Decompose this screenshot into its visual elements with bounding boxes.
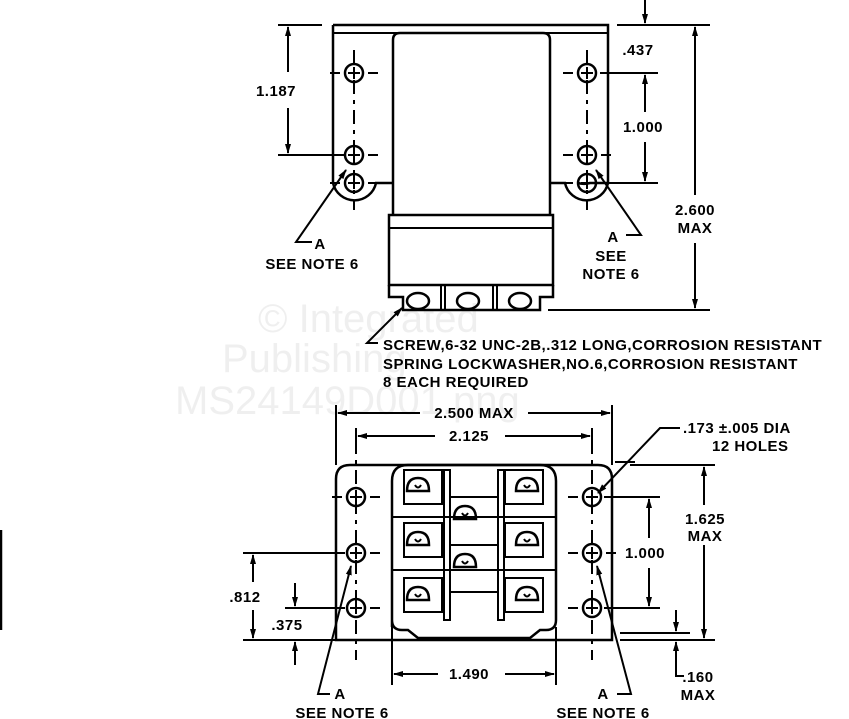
hole-dia-note: .173 ±.005 DIA (683, 420, 791, 437)
screw-note-line: SCREW,6-32 UNC-2B,.312 LONG,CORROSION RE… (383, 337, 822, 354)
screw-icon (405, 291, 431, 311)
screw-icon (405, 585, 431, 602)
terminal-block-side (387, 213, 555, 287)
screw-icon (514, 530, 540, 547)
dim-1000-top: 1.000 (623, 119, 663, 136)
screw-icon (452, 552, 478, 569)
terminal (403, 577, 443, 613)
dim-160: .160 (682, 669, 713, 686)
note-6-right: NOTE 6 (582, 266, 639, 283)
mounting-holes-top (330, 62, 611, 194)
dim-1490: 1.490 (449, 666, 489, 683)
dim-2600: 2.600 (675, 202, 715, 219)
screw-icon (405, 530, 431, 547)
dim-375: .375 (271, 617, 302, 634)
see-right: SEE (595, 248, 627, 265)
dim-1625-max: MAX (688, 528, 723, 545)
callout-a-right: A (607, 229, 618, 246)
terminal (504, 577, 544, 613)
flange-notch-left (331, 181, 393, 202)
svg-text:MS24149D001.png: MS24149D001.png (175, 379, 520, 423)
terminal-screws (403, 469, 544, 613)
dim-2125: 2.125 (449, 428, 489, 445)
flange-notch-right (550, 181, 610, 202)
terminal-base (387, 285, 555, 312)
terminal (504, 469, 544, 505)
callout-a-left-bottom: A (334, 686, 345, 703)
terminal (403, 522, 443, 558)
callout-a-left: A (314, 236, 325, 253)
see-note-6-left-bottom: SEE NOTE 6 (295, 705, 388, 719)
dim-1000-bottom: 1.000 (625, 545, 665, 562)
mounting-holes-bottom (332, 486, 616, 619)
dim-437: .437 (622, 42, 653, 59)
screw-heads-side (405, 291, 533, 311)
dim-812: .812 (229, 589, 260, 606)
callout-a-right-bottom: A (597, 686, 608, 703)
screw-icon (514, 585, 540, 602)
screw-note-line: SPRING LOCKWASHER,NO.6,CORROSION RESISTA… (383, 356, 798, 373)
mount-plate (334, 463, 614, 642)
terminal-module (390, 463, 558, 640)
see-note-6-left: SEE NOTE 6 (265, 256, 358, 273)
screw-icon (405, 476, 431, 493)
dim-160-max: MAX (681, 687, 716, 704)
screw-icon (455, 291, 481, 311)
terminal (403, 469, 443, 505)
screw-icon (507, 291, 533, 311)
see-note-6-right-bottom: SEE NOTE 6 (556, 705, 649, 719)
dim-2600-max: MAX (678, 220, 713, 237)
top-view: 1.187 .437 1.000 2.600 MAX A SEE NOTE 6 … (256, 0, 822, 391)
terminal (504, 522, 544, 558)
relay-can (391, 31, 552, 215)
mount-plate-right (333, 23, 610, 186)
bottom-view: 2.500 MAX 2.125 .173 ±.005 DIA 12 HOLES … (229, 405, 790, 719)
svg-text:Publishing: Publishing (222, 337, 407, 381)
dim-1625: 1.625 (685, 511, 725, 528)
dim-2500-max: 2.500 MAX (434, 405, 514, 422)
hole-count-note: 12 HOLES (712, 438, 789, 455)
screw-note-line: 8 EACH REQUIRED (383, 374, 529, 391)
screw-icon (514, 476, 540, 493)
dim-1187: 1.187 (256, 83, 296, 100)
screw-icon (452, 504, 478, 521)
